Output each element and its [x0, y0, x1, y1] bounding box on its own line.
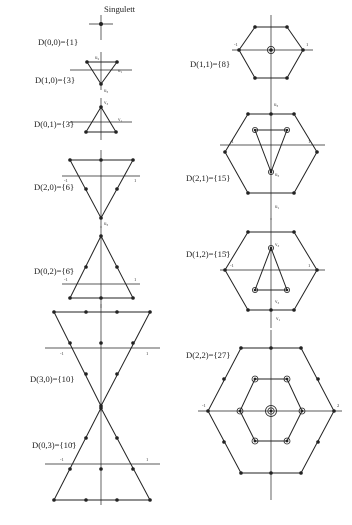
diagram-label-d02: D(0,2)={6̄} [34, 266, 74, 276]
axis-mark: 1 [308, 139, 310, 144]
weight-label: u₃ [275, 173, 280, 178]
singlet-diagram: Singulett D(0,0)={1} [38, 4, 136, 47]
weight-label: v₃ [104, 101, 109, 106]
diagram-label-d11: D(1,1)={8} [190, 59, 230, 69]
weight-label: v₁ [276, 317, 281, 322]
decuplet-diagram: -1 1 D(3,0)={10} [30, 304, 160, 412]
axis-mark: 1 [146, 351, 148, 356]
weight-label: v₁ [118, 118, 123, 123]
diagram-label-d01: D(0,1)={3̄} [34, 119, 74, 129]
octet-diagram: -1 1 D(1,1)={8} [190, 15, 313, 96]
axis-mark: -1 [60, 457, 64, 462]
axis-mark: 1 [134, 277, 136, 282]
diagram-label-d30: D(3,0)={10} [30, 374, 74, 384]
axis-mark: 1 [306, 42, 308, 47]
weight-label: v₃ [275, 243, 280, 248]
antisextet-diagram: -1 1 D(0,2)={6̄} [34, 226, 140, 308]
weight-label: u₂ [95, 56, 100, 61]
singlet-point [99, 22, 103, 26]
diagram-label-d20: D(2,0)={6} [34, 182, 74, 192]
weight-label: u₃ [274, 103, 279, 108]
axis-mark: -1 [230, 139, 234, 144]
weight-label: u₃ [104, 222, 109, 227]
axis-mark: 1 [146, 457, 148, 462]
antitriplet-diagram: v₁ v₃ D(0,1)={3̄} [34, 98, 132, 140]
singlet-legend-label: Singulett [104, 4, 136, 14]
antidecuplet-diagram: -1 1 D(0,3)={10̄} [32, 404, 160, 505]
weight-label: v₃ [275, 300, 280, 305]
triplet-diagram: u₁ u₂ u₃ D(1,0)={3} [35, 52, 132, 94]
weight-label: u₁ [118, 69, 123, 74]
diagram-label-d12: D(1,2)={15̄} [186, 249, 230, 259]
axis-mark: 1 [308, 263, 310, 268]
axis-mark: 1 [134, 178, 136, 183]
weight-label: u₁ [275, 205, 280, 210]
diagram-label-d10: D(1,0)={3} [35, 75, 75, 85]
sextet-diagram: -1 1 u₃ D(2,0)={6} [34, 150, 140, 228]
twentysevenplet-diagram: -1 2 D(2,2)={27} [186, 330, 342, 500]
diagram-label-d03: D(0,3)={10̄} [32, 440, 76, 450]
axis-mark: -1 [64, 178, 68, 183]
axis-mark: -1 [234, 42, 238, 47]
diagram-label-d22: D(2,2)={27} [186, 350, 230, 360]
axis-mark: 2 [337, 403, 339, 408]
weight-label: u₃ [104, 89, 109, 94]
diagram-label-d00: D(0,0)={1} [38, 37, 78, 47]
axis-mark: -1 [60, 351, 64, 356]
fifteenplet-diagram: u₃ u₃ u₁ -1 1 D(2,1)={15} [186, 96, 325, 220]
diagram-label-d21: D(2,1)={15} [186, 173, 230, 183]
axis-mark: -1 [230, 263, 234, 268]
axis-mark: -1 [64, 277, 68, 282]
antififteenplet-diagram: v₃ v₃ v₁ -1 1 D(1,2)={15̄} [186, 218, 325, 328]
axis-mark: -1 [202, 403, 206, 408]
